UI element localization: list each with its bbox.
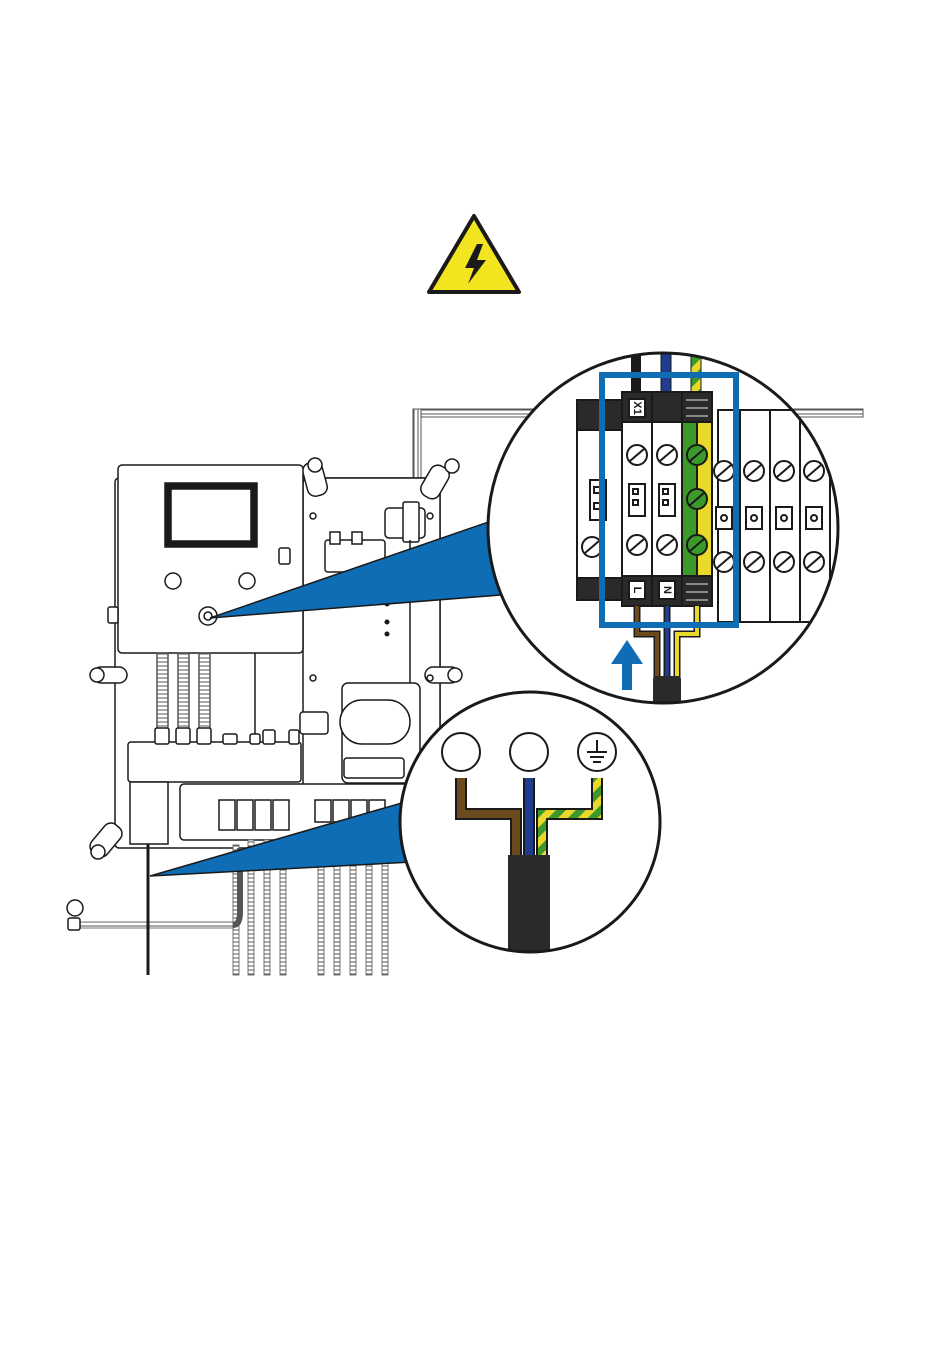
terminal-zoom-circle <box>488 352 860 716</box>
junction-box <box>130 782 168 844</box>
terminal-live-label: L <box>631 587 643 594</box>
button-left <box>165 573 181 589</box>
terminal-block-label: X1 <box>631 401 643 414</box>
terminal-neutral-label: N <box>661 586 673 594</box>
live-conductor-circle <box>442 733 480 771</box>
neutral-conductor-circle <box>510 733 548 771</box>
button-right <box>239 573 255 589</box>
protective-earth-icon <box>578 733 616 771</box>
high-voltage-warning-icon <box>429 216 519 292</box>
pressure-gauge <box>67 900 83 916</box>
cable-zoom-circle <box>400 692 660 965</box>
gland-strip <box>128 742 301 782</box>
